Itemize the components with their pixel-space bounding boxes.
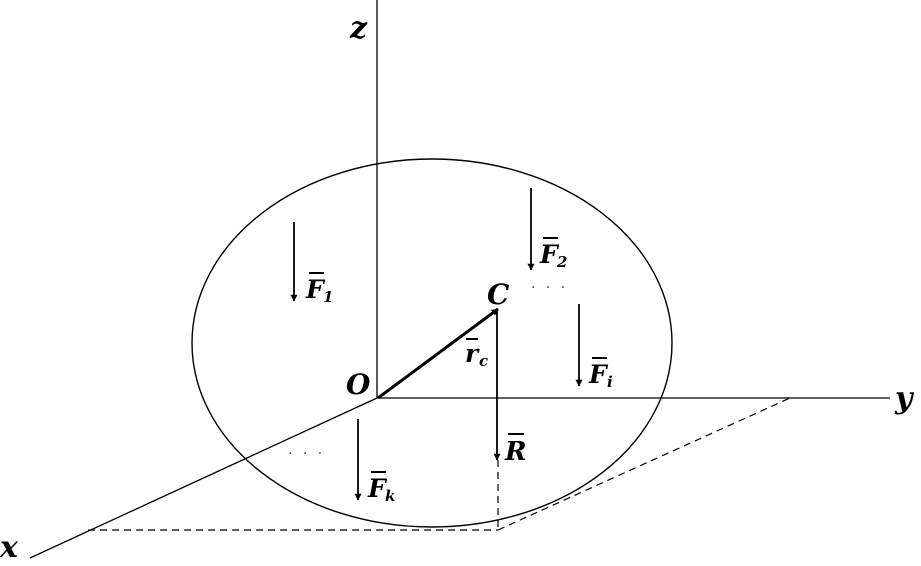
y-axis-label: y [894, 381, 915, 416]
r-symbol: R [504, 437, 527, 467]
x-axis-label: x [0, 530, 19, 565]
body-ellipse [191, 158, 673, 528]
fk-subscript: k [385, 487, 395, 505]
f2-label: F 2 [539, 237, 567, 271]
f1-label: F 1 [305, 272, 333, 306]
fk-symbol: F [367, 474, 388, 503]
f2-subscript: 2 [556, 253, 567, 271]
r-label: R [504, 433, 527, 467]
x-axis [29, 397, 378, 559]
upper-ellipsis: · · · [531, 280, 568, 296]
fk-label: F k [367, 471, 395, 505]
rc-label: r c [465, 338, 488, 370]
fi-symbol: F [588, 360, 609, 389]
lower-ellipsis: · · · [288, 446, 325, 462]
fi-label: F i [588, 357, 613, 391]
z-axis-label: z [349, 11, 368, 46]
f1-symbol: F [305, 275, 326, 304]
rc-vector [377, 307, 499, 400]
origin-label: O [346, 368, 371, 401]
centroid-label: C [487, 278, 510, 311]
rc-symbol: r [465, 339, 480, 368]
f1-subscript: 1 [323, 288, 333, 306]
f2-symbol: F [539, 240, 560, 269]
rc-subscript: c [479, 352, 488, 370]
fi-subscript: i [607, 373, 613, 391]
projection-dashes [88, 397, 791, 531]
